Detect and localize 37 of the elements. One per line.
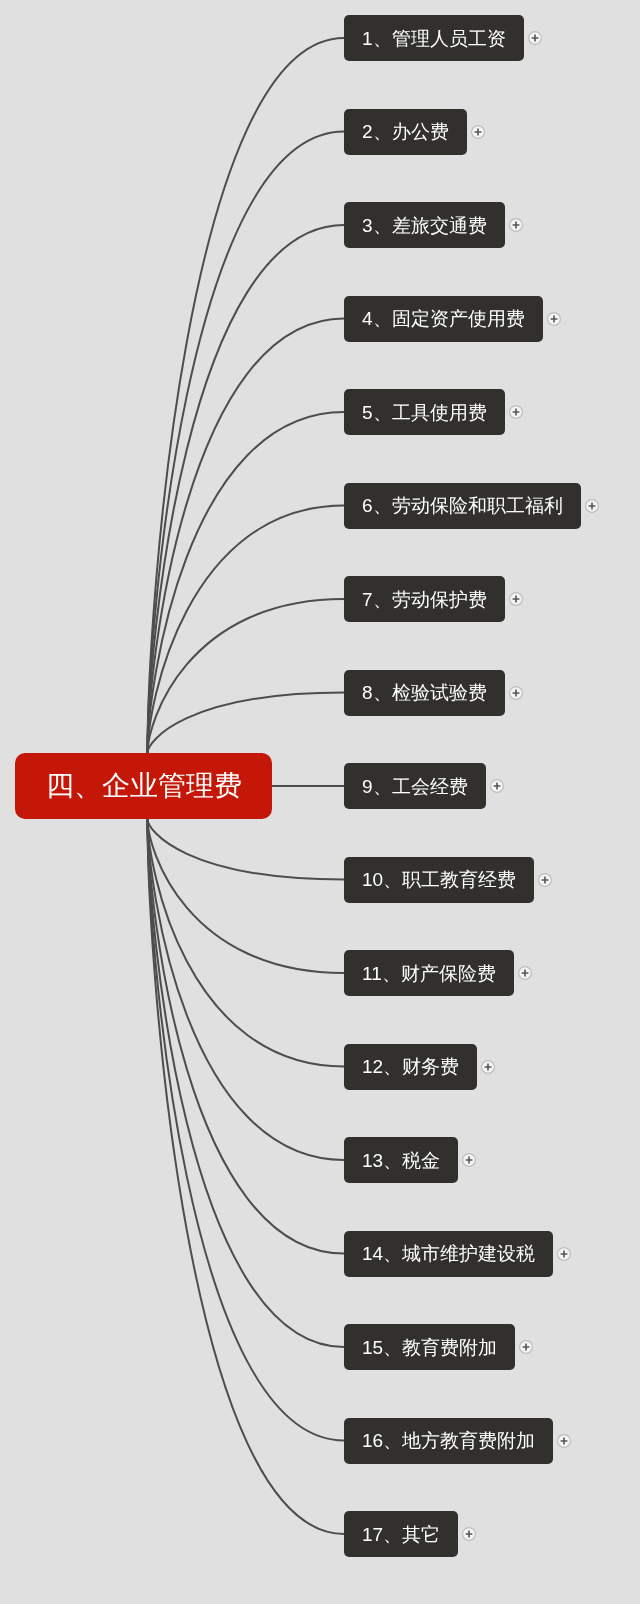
topic-label: 11、财产保险费	[362, 963, 496, 983]
topic-label: 5、工具使用费	[362, 402, 487, 422]
topic-label: 13、税金	[362, 1150, 441, 1170]
topic-label: 16、地方教育费附加	[362, 1431, 536, 1450]
topic-label: 17、其它	[362, 1524, 441, 1544]
subtopic-box	[344, 202, 505, 248]
connector-line	[271, 785, 345, 787]
subtopic-box	[344, 1324, 516, 1370]
topic-label: 10、职工教育经费	[362, 870, 517, 889]
subtopic-box	[344, 669, 505, 716]
topic-label: 3、差旅交通费	[362, 215, 487, 235]
subtopic-box	[344, 763, 486, 809]
subtopic-box	[344, 482, 581, 529]
subtopic-box	[344, 15, 524, 61]
subtopic-box	[344, 295, 543, 342]
topic-label: 4、固定资产使用费	[362, 309, 525, 328]
topic-label: 12、财务费	[362, 1057, 460, 1076]
topic-label: 8、检验试验费	[362, 683, 487, 702]
topic-label: 9、工会经费	[362, 776, 468, 796]
topic-label: 14、城市维护建设税	[362, 1244, 536, 1263]
topic-label: 2、办公费	[362, 122, 449, 141]
subtopic-box	[344, 576, 505, 622]
subtopic-box	[344, 950, 514, 996]
subtopic-box	[344, 1230, 554, 1277]
topic-label: 1、管理人员工资	[362, 28, 506, 48]
topic-label: 6、劳动保险和职工福利	[362, 496, 563, 515]
root-topic-box	[15, 753, 272, 819]
topic-label: 15、教育费附加	[362, 1337, 498, 1357]
subtopic-box	[344, 856, 535, 903]
subtopic-box	[344, 1511, 459, 1557]
subtopic-box	[344, 1137, 459, 1183]
subtopic-box	[344, 389, 505, 435]
topic-label: 四、企业管理费	[45, 772, 242, 800]
subtopic-box	[344, 1043, 478, 1090]
topic-label: 7、劳动保护费	[362, 589, 487, 609]
subtopic-box	[344, 108, 467, 155]
subtopic-box	[344, 1417, 554, 1464]
